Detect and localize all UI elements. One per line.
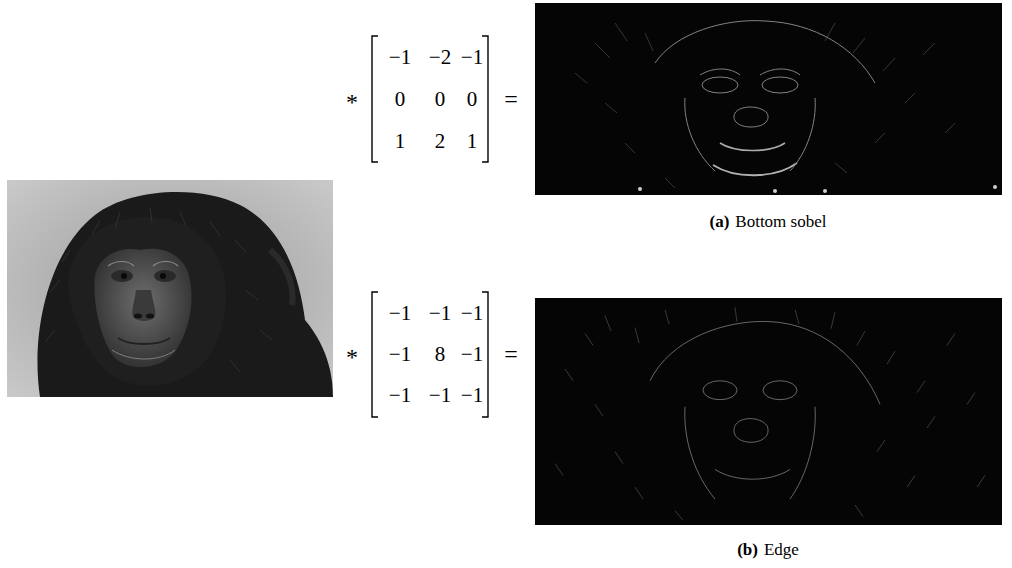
matrix-entry: −1 [461, 344, 483, 365]
matrix-entry: −1 [389, 303, 411, 324]
convolution-operator: * [346, 345, 358, 369]
matrix-entry: −1 [389, 47, 411, 68]
matrix-entry: 1 [467, 131, 478, 152]
equals-sign: = [504, 87, 518, 111]
matrix-entry: −1 [461, 47, 483, 68]
matrix-entry: 2 [435, 131, 446, 152]
equals-sign: = [504, 342, 518, 366]
matrix-entry: 8 [435, 344, 446, 365]
subfigure-caption: Edge [764, 541, 799, 558]
caption-group: (b) Edge [737, 541, 799, 558]
subfigure-caption: Bottom sobel [735, 213, 826, 230]
caption-group: (a) Bottom sobel [710, 213, 827, 230]
source-photo [7, 180, 333, 397]
matrix-bracket [372, 36, 488, 417]
subfigure-letter: (b) [737, 541, 758, 558]
matrix-entry: −1 [461, 303, 483, 324]
matrix-entry: 0 [467, 89, 478, 110]
edge-output [535, 298, 1002, 525]
matrix-entry: 0 [395, 89, 406, 110]
matrix-entry: 0 [435, 89, 446, 110]
sobel-output [535, 3, 1002, 195]
matrix-entry: −2 [429, 47, 451, 68]
matrix-entry: −1 [429, 303, 451, 324]
matrix-entry: −1 [429, 385, 451, 406]
matrix-entry: −1 [389, 385, 411, 406]
matrix-entry: −1 [461, 385, 483, 406]
subfigure-letter: (a) [710, 213, 730, 230]
convolution-operator: * [346, 90, 358, 114]
matrix-entry: 1 [395, 131, 406, 152]
matrix-entry: −1 [389, 344, 411, 365]
